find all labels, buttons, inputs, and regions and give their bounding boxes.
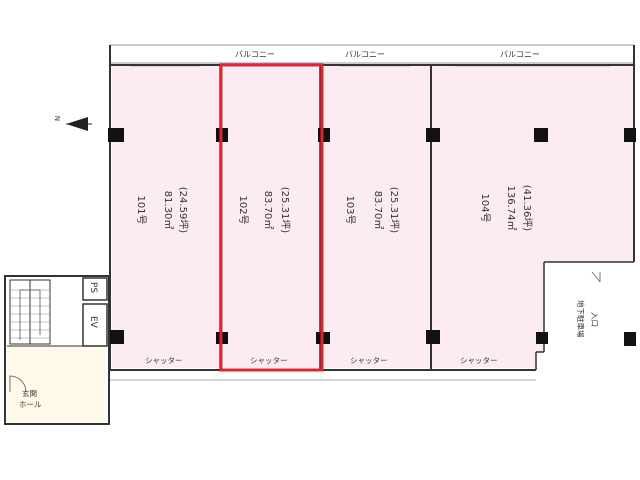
north-arrow: N bbox=[54, 116, 92, 131]
parking-label-line2: 入口 bbox=[590, 312, 599, 327]
shutter-104: シャッター bbox=[460, 356, 498, 365]
balcony-label-2: バルコニー bbox=[345, 50, 385, 59]
unit-102-area[interactable] bbox=[222, 66, 320, 368]
svg-text:102号: 102号 bbox=[237, 195, 249, 224]
ev-label: EV bbox=[88, 316, 98, 329]
balcony-label-1: バルコニー bbox=[235, 50, 275, 59]
north-label: N bbox=[54, 116, 62, 121]
svg-text:136.74㎡: 136.74㎡ bbox=[505, 186, 517, 231]
svg-text:(25.31坪): (25.31坪) bbox=[279, 187, 292, 234]
unit-102-label: 102号 83.70㎡ (25.31坪) bbox=[237, 187, 292, 234]
hall-label-line1: 玄関 bbox=[22, 388, 37, 398]
unit-101-area[interactable] bbox=[112, 66, 220, 368]
parking-label-line1: 地下駐車場 bbox=[576, 300, 586, 338]
columns bbox=[108, 128, 636, 346]
entrance-door bbox=[9, 375, 27, 393]
balcony: バルコニー バルコニー バルコニー bbox=[109, 44, 635, 64]
hall-label-line2: ホール bbox=[19, 400, 42, 409]
svg-text:103号: 103号 bbox=[344, 195, 356, 224]
svg-text:(25.31坪): (25.31坪) bbox=[388, 187, 401, 234]
svg-text:104号: 104号 bbox=[479, 193, 491, 222]
shutter-101: シャッター bbox=[145, 356, 183, 365]
shutter-102: シャッター bbox=[250, 356, 288, 365]
svg-text:83.70㎡: 83.70㎡ bbox=[262, 191, 274, 230]
unit-102-highlight bbox=[219, 63, 324, 372]
balcony-label-3: バルコニー bbox=[500, 50, 540, 59]
unit-101-label: 101号 81.30㎡ (24.59坪) bbox=[135, 187, 190, 234]
unit-fills bbox=[112, 66, 634, 368]
shutter-labels: シャッター シャッター シャッター シャッター bbox=[145, 356, 498, 365]
svg-text:83.70㎡: 83.70㎡ bbox=[372, 191, 384, 230]
svg-text:(24.59坪): (24.59坪) bbox=[177, 187, 190, 234]
building-core bbox=[4, 275, 110, 425]
unit-104-label: 104号 136.74㎡ (41.36坪) bbox=[479, 185, 534, 232]
unit-103-label: 103号 83.70㎡ (25.31坪) bbox=[344, 187, 401, 234]
parking-entrance: 地下駐車場 入口 bbox=[576, 271, 601, 338]
pipe-shaft bbox=[82, 277, 108, 301]
shutter-103: シャッター bbox=[350, 356, 388, 365]
svg-text:(41.36坪): (41.36坪) bbox=[521, 185, 534, 232]
svg-text:101号: 101号 bbox=[135, 195, 147, 224]
unit-103-area[interactable] bbox=[322, 66, 430, 368]
ps-label: PS bbox=[88, 282, 98, 293]
unit-104-area[interactable] bbox=[432, 66, 634, 368]
svg-text:81.30㎡: 81.30㎡ bbox=[162, 191, 174, 230]
